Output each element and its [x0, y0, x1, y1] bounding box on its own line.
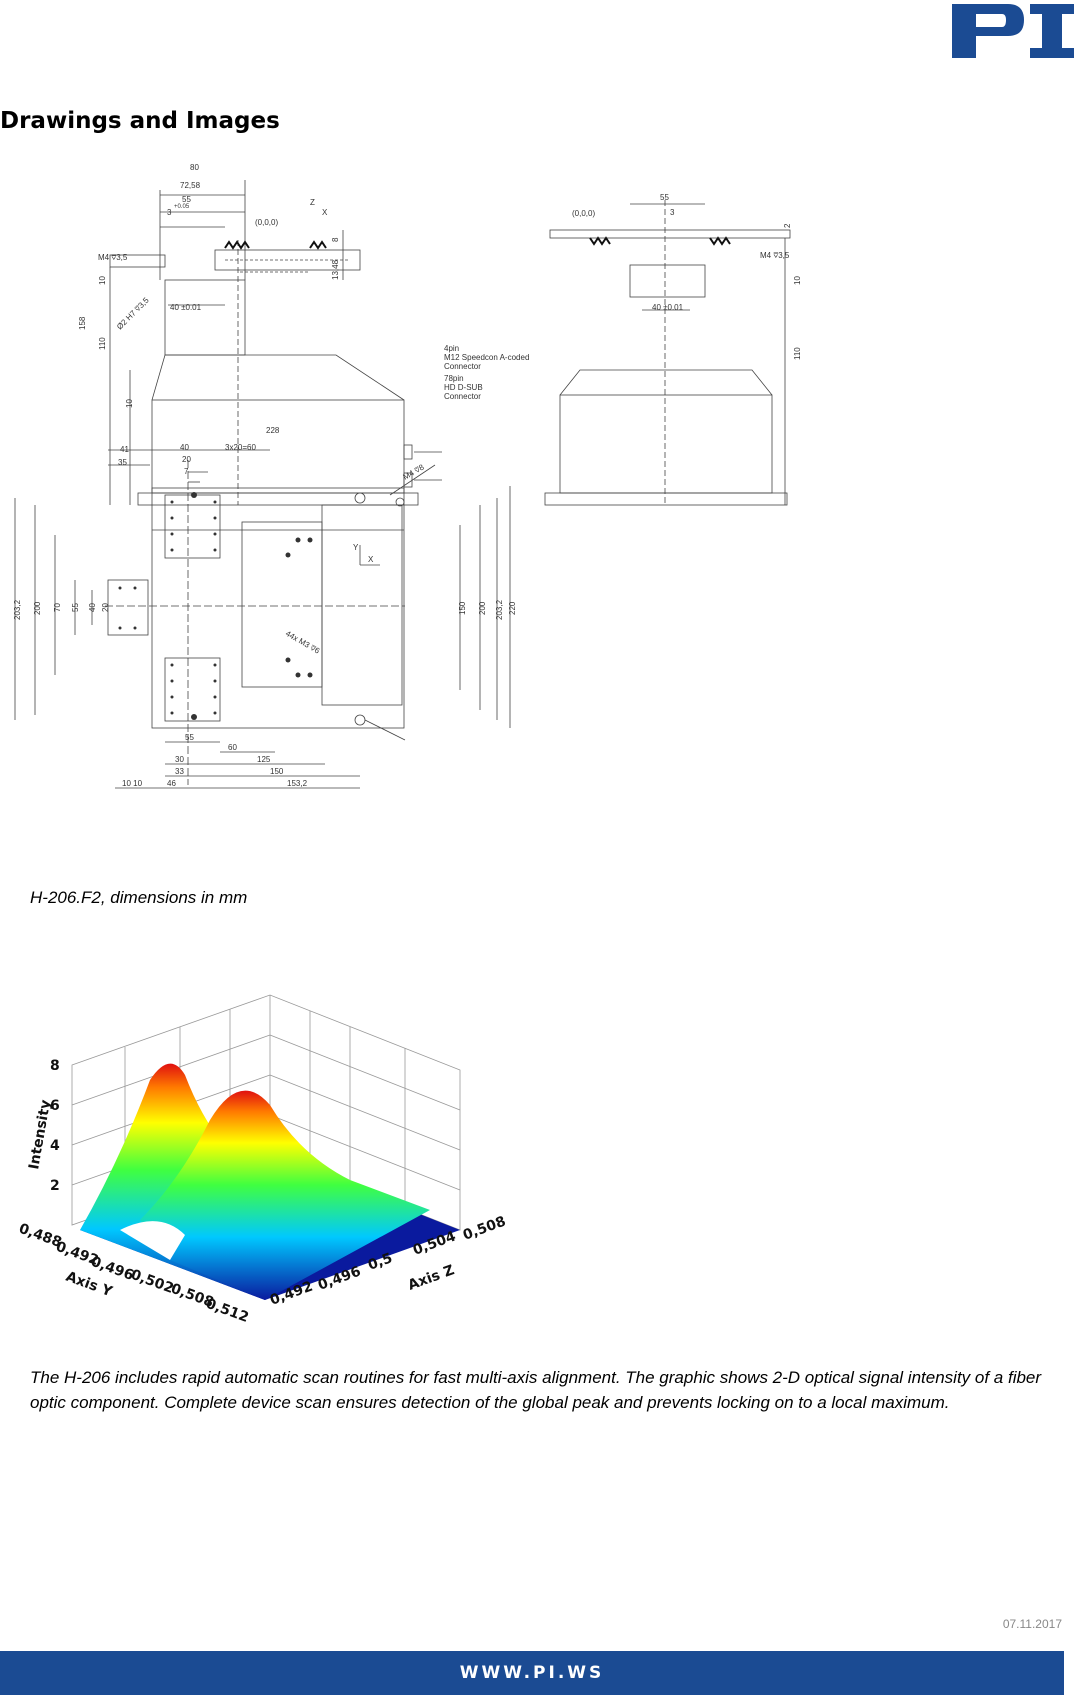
t-40: 40	[180, 443, 189, 452]
r-dim-40: 40 ±0.01	[652, 303, 684, 312]
l-70: 70	[53, 603, 62, 612]
dim-1348: 13,48	[331, 259, 340, 280]
ytick-8: 8	[50, 1058, 60, 1074]
section-title: Drawings and Images	[0, 108, 280, 134]
zlabel: Axis Z	[406, 1262, 457, 1293]
dim-158: 158	[78, 316, 87, 330]
b-150: 150	[270, 767, 284, 776]
drawing-caption: H-206.F2, dimensions in mm	[30, 888, 248, 907]
axis-y: Y	[353, 543, 359, 552]
b-46: 46	[167, 779, 176, 788]
r-200: 200	[478, 601, 487, 615]
l-2032: 203,2	[13, 599, 22, 620]
dim-10a: 10	[98, 276, 107, 285]
t-20: 20	[182, 455, 191, 464]
ytick-6: 6	[50, 1098, 60, 1114]
origin-label: (0,0,0)	[255, 218, 278, 227]
b-1532: 153,2	[287, 779, 308, 788]
r-dim-110: 110	[793, 347, 802, 360]
dim-3: 3	[167, 208, 172, 217]
r-dim-2: 2	[783, 223, 792, 228]
bore-label: Ø2 H7 ⩢3,5	[115, 295, 151, 331]
l-20: 20	[101, 603, 110, 612]
dim-10b: 10	[125, 399, 134, 408]
tol-1: +0.05	[174, 204, 190, 210]
ytick-2: 2	[50, 1178, 60, 1194]
b-125: 125	[257, 755, 271, 764]
document-date: 07.11.2017	[1002, 1617, 1062, 1631]
ylabel: Intensity	[26, 1099, 54, 1171]
r-150: 150	[458, 601, 467, 615]
conn2-b: HD D-SUB	[444, 383, 483, 392]
b-60: 60	[228, 743, 237, 752]
b-55: 55	[185, 733, 194, 742]
xtick-5: 0,512	[204, 1296, 251, 1326]
plot-caption: The H-206 includes rapid automatic scan …	[30, 1368, 1042, 1412]
t-41: 41	[120, 445, 129, 454]
r-dim-10: 10	[793, 276, 802, 285]
r-origin: (0,0,0)	[572, 209, 595, 218]
t-3x20: 3x20=60	[225, 443, 256, 452]
r-m4: M4 ⩢3,5	[760, 251, 790, 260]
l-55: 55	[71, 603, 80, 612]
intensity-surface-plot: 8 6 4 2 Intensity 0,488 0,492 0,496 0,50…	[17, 994, 508, 1326]
t-35: 35	[118, 458, 127, 467]
ztick-2: 0,5	[366, 1250, 395, 1274]
l-200: 200	[33, 601, 42, 615]
conn2-a: 78pin	[444, 374, 464, 383]
axis-x: X	[322, 208, 328, 217]
ytick-4: 4	[50, 1138, 60, 1154]
technical-drawing: 80 72,58 55 3 +0.05 (0,0,0) Z X M4 ⩢3,5 …	[13, 163, 802, 789]
dim-80: 80	[190, 163, 199, 172]
r-dim-3: 3	[670, 208, 675, 217]
dim-72: 72,58	[180, 181, 201, 190]
b-33: 33	[175, 767, 184, 776]
b-30: 30	[175, 755, 184, 764]
r-dim-55: 55	[660, 193, 669, 202]
conn1-c: Connector	[444, 362, 481, 371]
r-2032: 203,2	[495, 599, 504, 620]
dim-40: 40 ±0.01	[170, 303, 202, 312]
dim-228: 228	[266, 426, 280, 435]
t-7: 7	[184, 467, 189, 476]
l-40: 40	[88, 603, 97, 612]
b-1010: 10 10	[122, 779, 143, 788]
dim-8: 8	[331, 237, 340, 242]
dim-55: 55	[182, 195, 191, 204]
footer-website-link[interactable]: WWW.PI.WS	[0, 1651, 1064, 1695]
m4-label: M4 ⩢3,5	[98, 253, 128, 262]
r-220: 220	[508, 601, 517, 615]
conn1-b: M12 Speedcon A-coded	[444, 353, 529, 362]
xtick-3: 0,502	[129, 1267, 176, 1297]
axis-z: Z	[310, 198, 315, 207]
conn1-a: 4pin	[444, 344, 459, 353]
dim-110: 110	[98, 337, 107, 350]
ztick-4: 0,508	[461, 1214, 508, 1244]
pi-logo	[952, 4, 1074, 58]
m36-label: 44x M3 ⩢6	[284, 629, 322, 656]
conn2-c: Connector	[444, 392, 481, 401]
axis-x2: X	[368, 555, 374, 564]
